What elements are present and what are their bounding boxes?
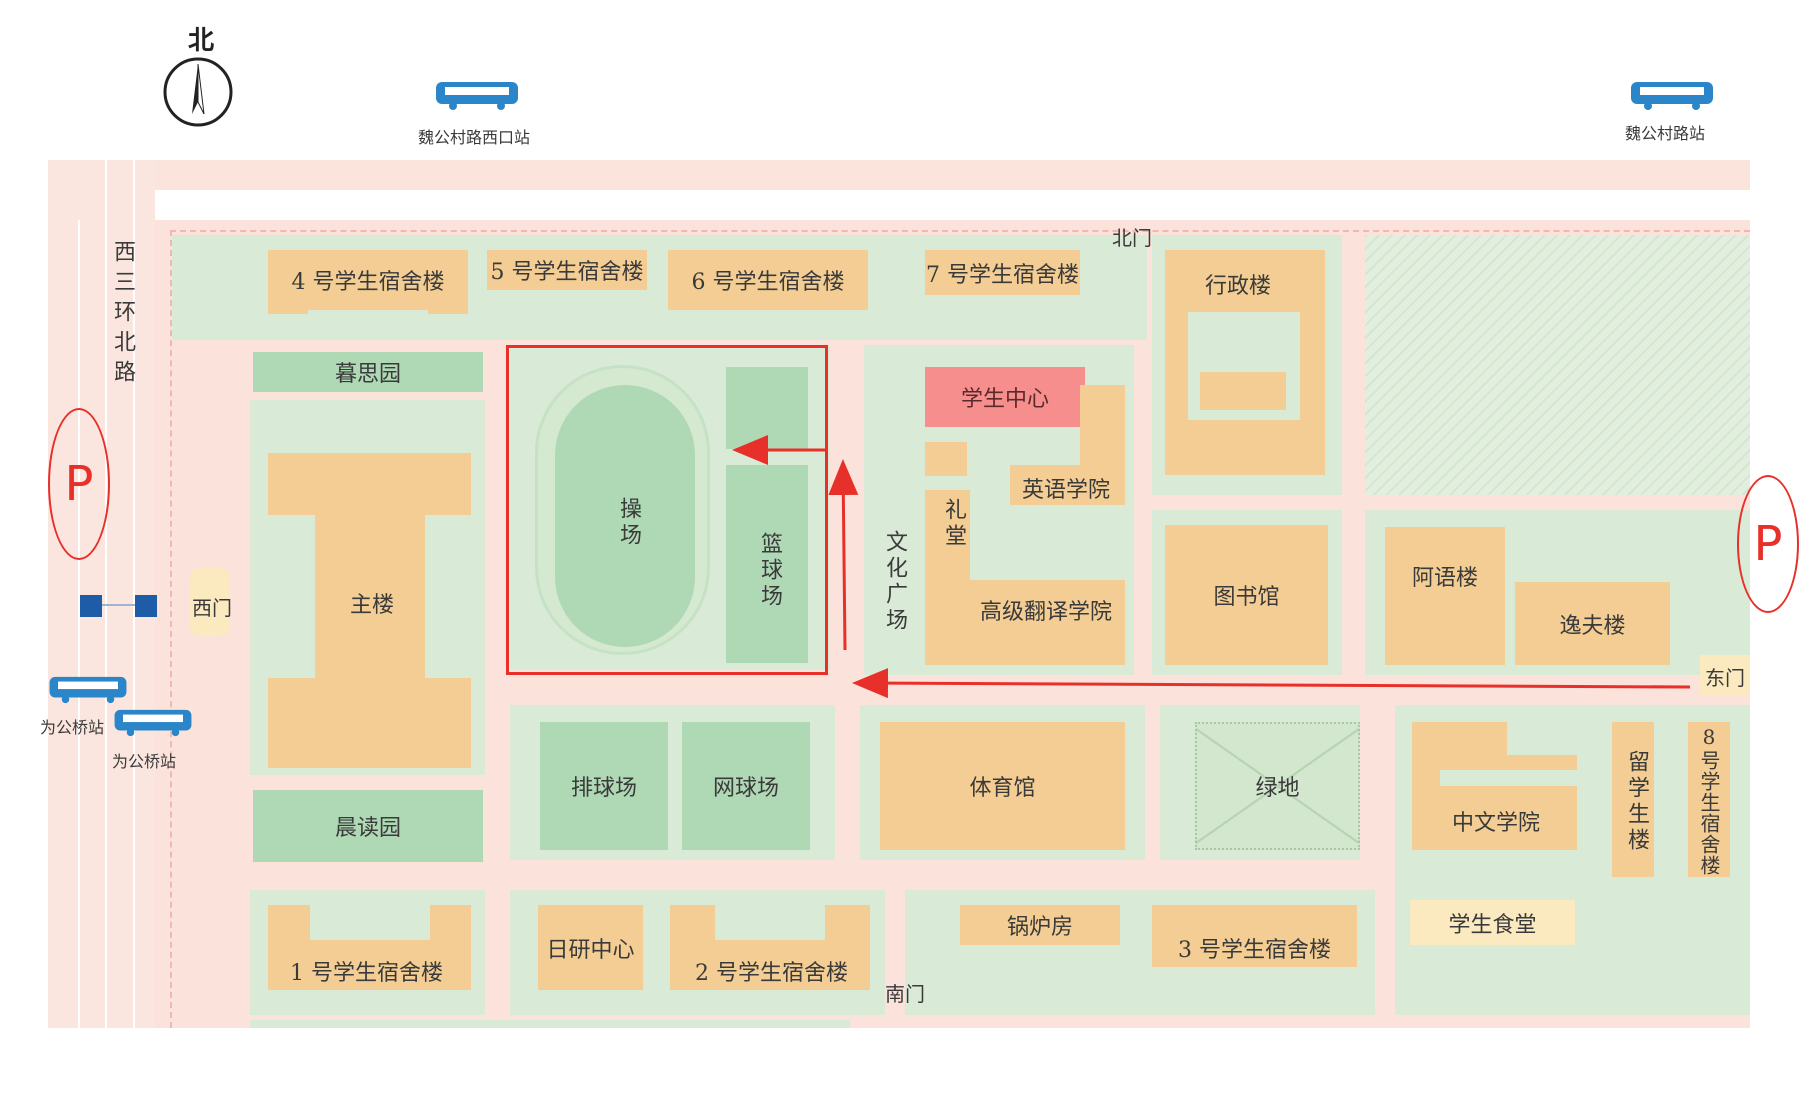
dorm1-label: 1 号学生宿舍楼	[290, 961, 443, 986]
compass-icon	[163, 57, 233, 127]
riyan-label: 日研中心	[546, 937, 635, 963]
chinese-notch	[1440, 770, 1577, 786]
dorm3-building	[1152, 905, 1357, 967]
square-label: 文化广场	[882, 530, 907, 634]
green-label: 绿地	[1255, 776, 1300, 801]
dorm4-label: 4 号学生宿舍楼	[291, 270, 445, 295]
musiyuan-label: 暮思园	[334, 362, 401, 387]
chendu-garden: 晨读园	[253, 790, 483, 862]
yifu-label: 逸夫楼	[1559, 613, 1626, 639]
west-gate-label: 西门	[192, 596, 232, 620]
library-building: 图书馆	[1165, 525, 1328, 665]
dorm5-building: 5 号学生宿舍楼	[487, 250, 647, 290]
highlight-box	[506, 345, 828, 675]
small-annex	[925, 442, 967, 476]
dorm5-label: 5 号学生宿舍楼	[490, 260, 644, 285]
chinese-label: 中文学院	[1452, 811, 1541, 836]
dorm4-wing2	[428, 300, 468, 314]
translation-label: 高级翻译学院	[980, 600, 1113, 625]
auditorium	[925, 490, 970, 665]
west-gate	[190, 568, 230, 636]
west-ring-road	[48, 160, 155, 1028]
bus-icon	[436, 82, 518, 110]
student-center-label: 学生中心	[960, 387, 1049, 412]
parking-icon-east: P	[1737, 475, 1799, 613]
dorm1-notch	[310, 905, 430, 940]
admin-label: 行政楼	[1205, 274, 1272, 299]
arabic-building	[1385, 527, 1505, 665]
dorm8-building	[1688, 722, 1730, 877]
main-building-top	[268, 453, 471, 515]
field-label: 操场	[616, 497, 641, 549]
volleyball-label: 排球场	[570, 776, 637, 801]
tennis-court: 网球场	[682, 722, 810, 850]
library-label: 图书馆	[1213, 585, 1280, 610]
dorm7-label: 7 号学生宿舍楼	[926, 262, 1079, 288]
bus-stop-west-2: 为公桥站	[112, 752, 177, 771]
parking-west-label: P	[64, 456, 94, 512]
dorm7-building: 7 号学生宿舍楼	[925, 250, 1080, 295]
dorm6-label: 6 号学生宿舍楼	[691, 270, 845, 295]
main-building-label: 主楼	[350, 593, 395, 618]
bridge-icon	[80, 595, 102, 617]
admin-core	[1200, 372, 1286, 410]
compass-label: 北	[188, 26, 215, 56]
west-road-lines	[105, 160, 135, 1028]
translation-building	[965, 580, 1125, 665]
student-center: 学生中心	[925, 367, 1085, 427]
dorm2-notch	[715, 905, 825, 940]
bus-stop-west-1: 为公桥站	[40, 718, 105, 737]
west-road-label: 西三环北路	[110, 240, 135, 390]
block-bottom-strip	[250, 1020, 850, 1028]
canteen-label: 学生食堂	[1448, 912, 1537, 938]
basketball-label: 篮球场	[757, 532, 782, 610]
chendu-label: 晨读园	[334, 816, 401, 841]
musiyuan-garden: 暮思园	[253, 352, 483, 392]
west-road-edge	[78, 220, 80, 1028]
bus-stop-top-left: 魏公村路西口站	[418, 128, 531, 147]
boiler-label: 锅炉房	[1006, 915, 1073, 940]
dorm8-label: 8号学生宿舍楼	[1697, 725, 1721, 876]
main-building-stem	[315, 505, 425, 705]
dorm4-wing	[268, 300, 308, 314]
auditorium-label: 礼堂	[941, 498, 966, 550]
bus-icon	[114, 709, 192, 737]
main-building-bottom	[268, 678, 471, 768]
canteen-building: 学生食堂	[1410, 900, 1575, 945]
volleyball-court: 排球场	[540, 722, 668, 850]
field-oval	[555, 385, 695, 647]
basketball-court	[726, 465, 808, 663]
east-gate-label: 东门	[1705, 666, 1745, 690]
dorm2-label: 2 号学生宿舍楼	[695, 961, 848, 986]
liuxue-building	[1612, 722, 1654, 877]
east-gate	[1700, 655, 1750, 695]
parking-icon-west: P	[48, 408, 110, 560]
yifu-building: 逸夫楼	[1515, 582, 1670, 665]
bridge-icon	[135, 595, 157, 617]
arabic-label: 阿语楼	[1412, 566, 1479, 591]
gym-building: 体育馆	[880, 722, 1125, 850]
dorm3-label: 3 号学生宿舍楼	[1178, 938, 1331, 963]
north-street	[155, 160, 1750, 190]
tennis-label: 网球场	[712, 776, 779, 801]
block-hatch	[1365, 235, 1750, 495]
liuxue-label: 留学生楼	[1624, 750, 1649, 854]
green-lawn: 绿地	[1195, 722, 1360, 850]
gym-label: 体育馆	[969, 776, 1036, 801]
north-street-gap	[48, 190, 1750, 220]
bus-icon	[1631, 82, 1713, 110]
north-gate-label: 北门	[1112, 226, 1152, 250]
riyan-building: 日研中心	[538, 905, 643, 990]
english-building	[1010, 465, 1125, 505]
bus-stop-top-right: 魏公村路站	[1625, 124, 1706, 143]
dorm6-building: 6 号学生宿舍楼	[668, 250, 868, 310]
english-label: 英语学院	[1022, 478, 1111, 503]
bridge-link	[102, 604, 135, 606]
south-gate-label: 南门	[885, 982, 925, 1006]
parking-east-label: P	[1753, 516, 1783, 572]
boiler-building: 锅炉房	[960, 905, 1120, 945]
bus-icon	[49, 676, 127, 704]
